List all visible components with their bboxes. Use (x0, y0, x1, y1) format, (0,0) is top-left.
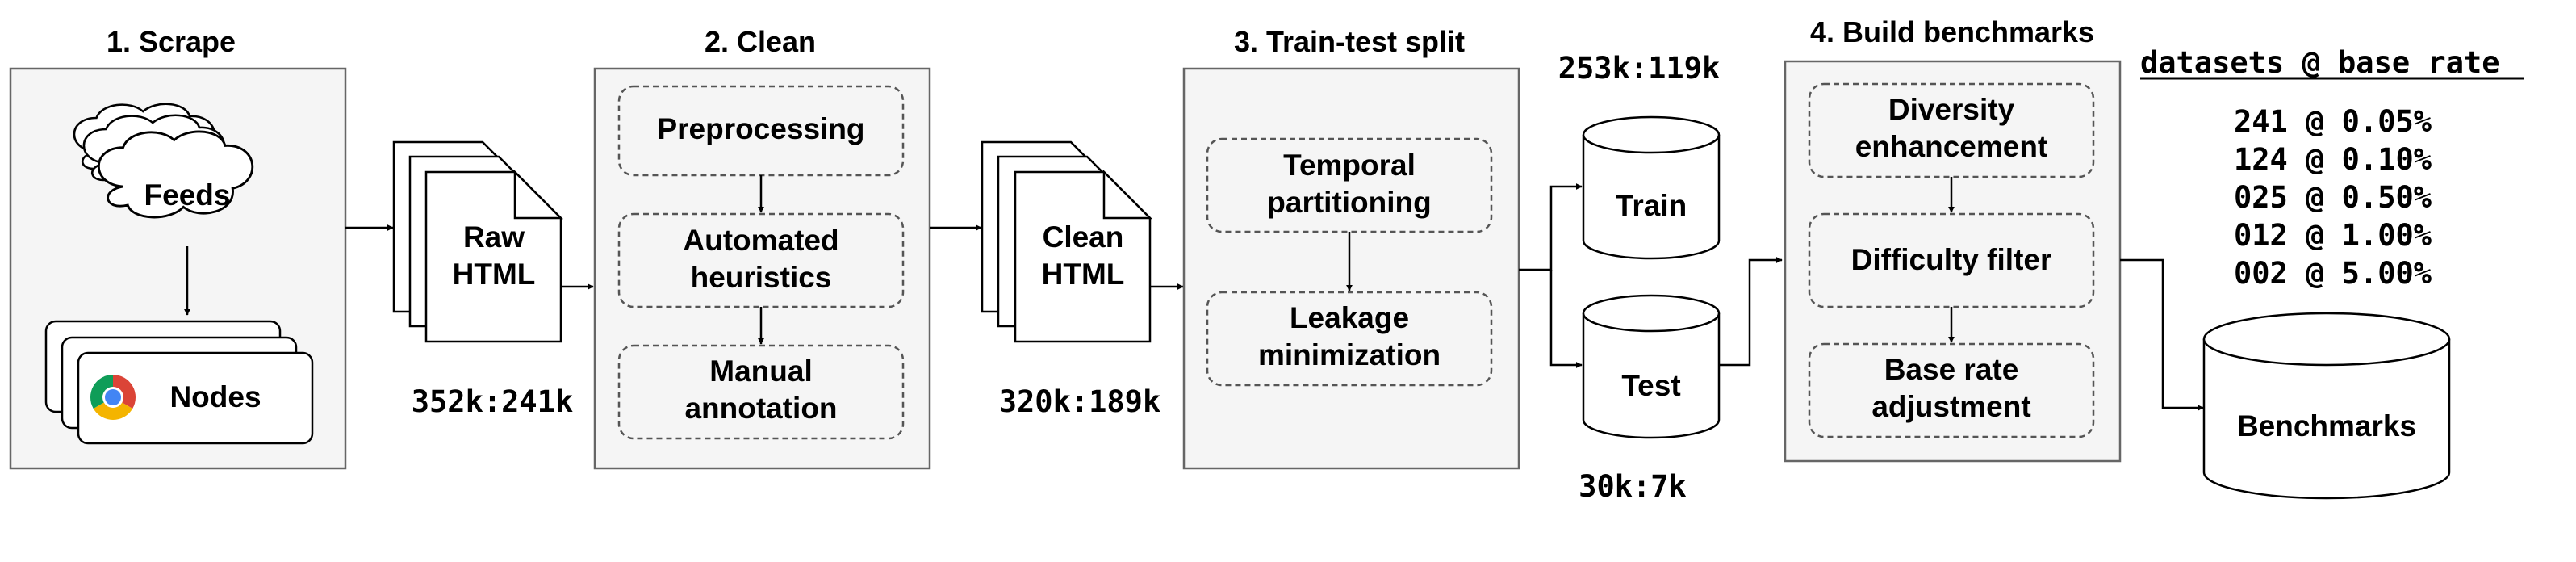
datasets-row: 012 @ 1.00% (2234, 218, 2432, 253)
split-to-test-arrow (1549, 270, 1583, 368)
chrome-icon (90, 375, 136, 421)
step-annotation-line2: annotation (684, 392, 837, 425)
cylinder-icon (2202, 312, 2451, 500)
step-leakage-box (1206, 291, 1493, 387)
test-label: Test (1621, 369, 1680, 402)
stage-clean: 2. Clean Preprocessing Automated heurist… (593, 25, 931, 470)
stage-split-box (1182, 67, 1520, 470)
document-icon (392, 140, 564, 343)
raw-html-count: 352k:241k (412, 384, 573, 419)
datasets-row: 002 @ 5.00% (2234, 256, 2432, 291)
browser-window-icon (44, 320, 314, 445)
stage-scrape: 1. Scrape Feeds Nodes (9, 25, 347, 470)
split-to-train-arrow (1519, 183, 1583, 271)
step-diversity-box (1808, 82, 2095, 178)
step-baserate-line2: adjustment (1871, 390, 2030, 423)
step-temporal-box (1206, 137, 1493, 233)
raw-html-label-line2: HTML (453, 258, 536, 291)
clean-html-label-line1: Clean (1043, 220, 1124, 254)
step-heuristics-line2: heuristics (691, 261, 832, 294)
test-count: 30k:7k (1579, 469, 1687, 504)
stage-build-title: 4. Build benchmarks (1810, 15, 2094, 48)
clean-html-label-line2: HTML (1042, 258, 1125, 291)
step-diversity-line1: Diversity (1888, 93, 2015, 126)
step-heuristics-line1: Automated (683, 224, 838, 257)
benchmarks-label: Benchmarks (2237, 409, 2416, 442)
step-preprocessing-label: Preprocessing (657, 112, 864, 145)
step-difficulty-label: Difficulty filter (1851, 243, 2052, 276)
stage-scrape-title: 1. Scrape (107, 25, 236, 58)
step-leakage-line2: minimization (1258, 338, 1441, 371)
datasets-row: 124 @ 0.10% (2234, 142, 2432, 177)
step-heuristics-box (617, 212, 905, 308)
step-temporal-line2: partitioning (1267, 186, 1431, 219)
datasets-row: 241 @ 0.05% (2234, 104, 2432, 139)
datasets-row: 025 @ 0.50% (2234, 180, 2432, 215)
step-difficulty-box (1808, 212, 2095, 308)
train-count: 253k:119k (1558, 51, 1720, 86)
stage-clean-title: 2. Clean (705, 25, 816, 58)
stage-split-title: 3. Train-test split (1234, 25, 1465, 58)
step-annotation-box (617, 344, 905, 440)
step-leakage-line1: Leakage (1290, 301, 1409, 334)
step-baserate-box (1808, 342, 2095, 438)
step-temporal-line1: Temporal (1283, 149, 1416, 182)
stage-split: 3. Train-test split Temporal partitionin… (1182, 25, 1520, 470)
feeds-label: Feeds (144, 178, 231, 212)
document-icon (981, 140, 1153, 343)
step-diversity-line2: enhancement (1855, 130, 2048, 163)
datasets-header: datasets @ base rate (2140, 45, 2500, 80)
step-baserate-line1: Base rate (1884, 353, 2019, 386)
test-to-build-arrow (1719, 257, 1783, 367)
step-annotation-line1: Manual (709, 354, 812, 388)
train-label: Train (1616, 189, 1687, 222)
raw-html-label-line1: Raw (463, 220, 525, 254)
cylinder-icon (1582, 115, 1721, 260)
cylinder-icon (1582, 294, 1721, 439)
build-to-benchmarks-arrow (2120, 258, 2204, 411)
clean-html-count: 320k:189k (999, 384, 1160, 419)
nodes-label: Nodes (169, 380, 261, 413)
stage-build: 4. Build benchmarks Diversity enhancemen… (1784, 15, 2122, 463)
